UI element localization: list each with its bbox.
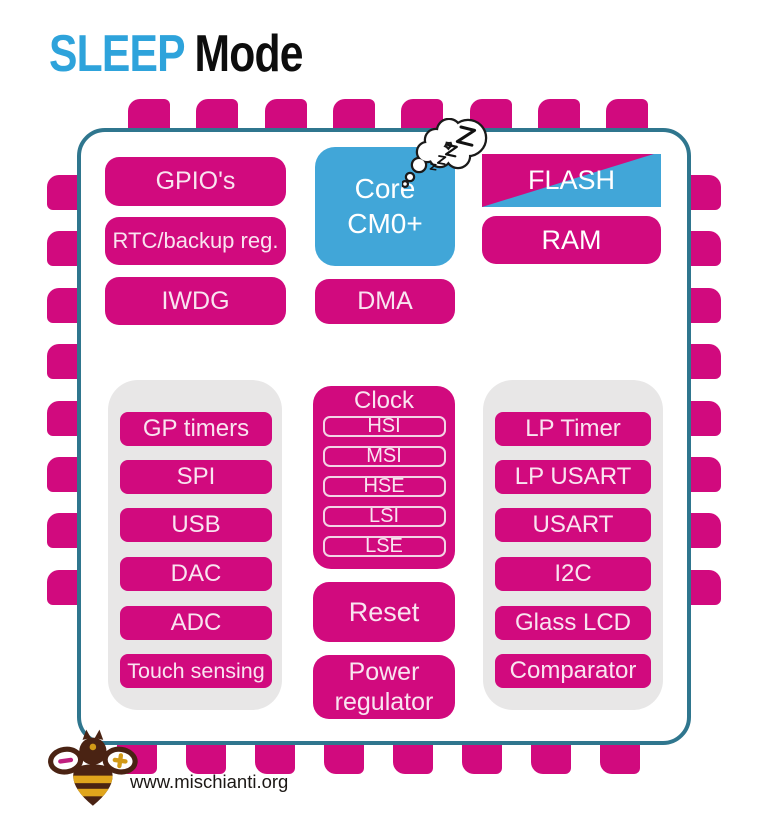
chip-pin <box>255 744 295 774</box>
block-ram: RAM <box>482 216 661 264</box>
clock-msi: MSI <box>322 446 446 467</box>
block-usb: USB <box>120 508 272 542</box>
block-adc: ADC <box>120 606 272 640</box>
block-gpio: GPIO's <box>105 157 286 206</box>
chip-pin <box>264 99 307 130</box>
chip-pin <box>462 744 502 774</box>
chip-pin <box>47 344 78 380</box>
block-gp-timers: GP timers <box>120 412 272 446</box>
chip-pin <box>690 344 721 380</box>
chip-pin <box>690 457 721 492</box>
block-lp-usart: LP USART <box>495 460 651 494</box>
chip-pin <box>401 99 444 130</box>
clock-title: Clock <box>353 387 414 414</box>
chip-pin <box>47 175 78 210</box>
clock-lsi: LSI <box>322 506 446 527</box>
block-dma: DMA <box>315 279 455 324</box>
block-reset: Reset <box>313 582 455 642</box>
chip-pin <box>537 99 580 130</box>
block-iwdg: IWDG <box>105 277 286 325</box>
clock-lse: LSE <box>322 536 446 557</box>
block-clock: Clock HSI MSI HSE LSI LSE <box>313 386 455 569</box>
bee-logo <box>48 729 138 806</box>
chip-pin <box>690 175 721 210</box>
sleep-cloud-icon <box>402 118 488 189</box>
chip-pin <box>47 513 78 549</box>
chip-pin <box>186 744 226 774</box>
block-spi: SPI <box>120 460 272 494</box>
chip-pin <box>128 99 170 130</box>
chip-pin <box>606 99 649 130</box>
block-power-regulator: Power regulator <box>313 655 455 719</box>
chip-pin <box>690 231 721 267</box>
block-glass-lcd: Glass LCD <box>495 606 651 640</box>
block-touch-sensing: Touch sensing <box>120 654 272 688</box>
chip-pin <box>47 231 78 267</box>
title-sleep: SLEEP <box>49 25 186 83</box>
chip-pin <box>690 569 721 605</box>
block-i2c: I2C <box>495 557 651 591</box>
chip-pin <box>196 99 239 130</box>
block-flash: FLASH <box>482 154 661 207</box>
chip-pin <box>690 513 721 549</box>
clock-hse: HSE <box>322 476 446 497</box>
block-rtc-backup: RTC/backup reg. <box>105 217 286 265</box>
website-url: www.mischianti.org <box>130 771 289 792</box>
clock-hsi: HSI <box>322 416 446 437</box>
chip-pin <box>332 99 375 130</box>
title-mode: Mode <box>194 25 304 83</box>
block-lp-timer: LP Timer <box>495 412 651 446</box>
block-dac: DAC <box>120 557 272 591</box>
block-comparator: Comparator <box>495 654 651 688</box>
chip-pin <box>47 287 78 323</box>
chip-pin <box>393 744 433 774</box>
block-core-cm0: Core CM0+ <box>315 147 455 266</box>
chip-pin <box>690 287 721 323</box>
chip-pin <box>690 400 721 436</box>
chip-pin <box>531 744 571 774</box>
chip-pin <box>324 744 364 774</box>
chip-pin <box>600 744 640 774</box>
block-usart: USART <box>495 508 651 542</box>
chip-pin <box>47 400 78 436</box>
chip-pin <box>47 569 78 605</box>
chip-pin <box>47 457 78 492</box>
